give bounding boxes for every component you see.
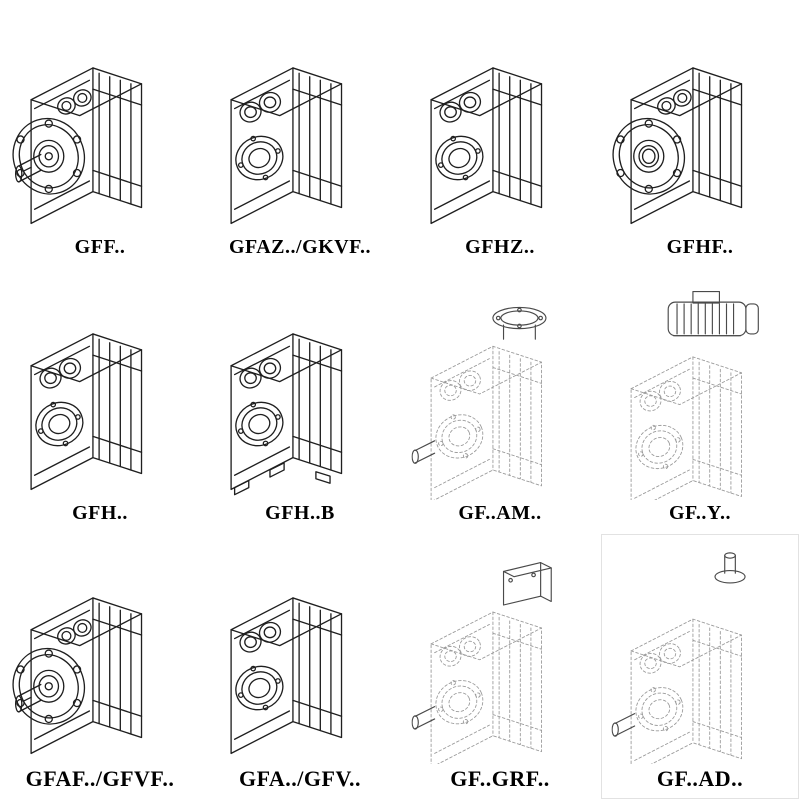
gearbox-cell-gf-ad: GF..AD..: [600, 533, 800, 800]
gearbox-cell-gf-am: GF..AM..: [400, 267, 600, 534]
gearbox-cell-gfaf-gfvf: GFAF../GFVF..: [0, 533, 200, 800]
gearbox-label: GFH..B: [265, 502, 335, 525]
gearbox-drawing-flange: [8, 552, 192, 764]
gearbox-label: GFA../GFV..: [238, 765, 362, 791]
gearbox-label: GF..Y..: [668, 502, 732, 525]
gearbox-drawing-hollow: [208, 22, 392, 234]
gearbox-drawing-hollow-foot: [208, 288, 392, 500]
gearbox-drawing-ghost-input-box: [408, 552, 592, 764]
gearbox-cell-gfaz-gkvf: GFAZ../GKVF..: [200, 0, 400, 267]
gearbox-label: GFAZ../GKVF..: [228, 235, 372, 258]
gearbox-cell-gfhz: GFHZ..: [400, 0, 600, 267]
gearbox-drawing-flange-hollow: [608, 22, 792, 234]
gearbox-label: GFH..: [72, 502, 128, 525]
gearbox-drawing-flange: [8, 22, 192, 234]
gearbox-label: GFAF../GFVF..: [25, 765, 175, 791]
gearbox-drawing-hollow: [208, 552, 392, 764]
gearbox-drawing-ghost-input-shaft: [608, 552, 792, 764]
gearbox-drawing-ghost-motor: [608, 288, 792, 500]
gearbox-label: GFHF..: [666, 235, 734, 258]
gearbox-label: GFF..: [74, 235, 126, 258]
gearbox-cell-gfa-gfv: GFA../GFV..: [200, 533, 400, 800]
gearbox-cell-gfh-b: GFH..B: [200, 267, 400, 534]
gearbox-label: GFHZ..: [465, 235, 535, 258]
gearbox-label: GF..AM..: [458, 502, 542, 525]
gearbox-label: GF..AD..: [656, 765, 744, 791]
gearbox-cell-gff: GFF..: [0, 0, 200, 267]
gearbox-cell-gf-y: GF..Y..: [600, 267, 800, 534]
gearbox-drawing-ghost-adapter: [408, 288, 592, 500]
gearbox-drawing-hollow: [408, 22, 592, 234]
gearbox-drawing-hollow: [8, 288, 192, 500]
gearbox-label: GF..GRF..: [450, 765, 550, 791]
gearbox-cell-gfhf: GFHF..: [600, 0, 800, 267]
gearbox-cell-gfh: GFH..: [0, 267, 200, 534]
gearbox-cell-gf-grf: GF..GRF..: [400, 533, 600, 800]
